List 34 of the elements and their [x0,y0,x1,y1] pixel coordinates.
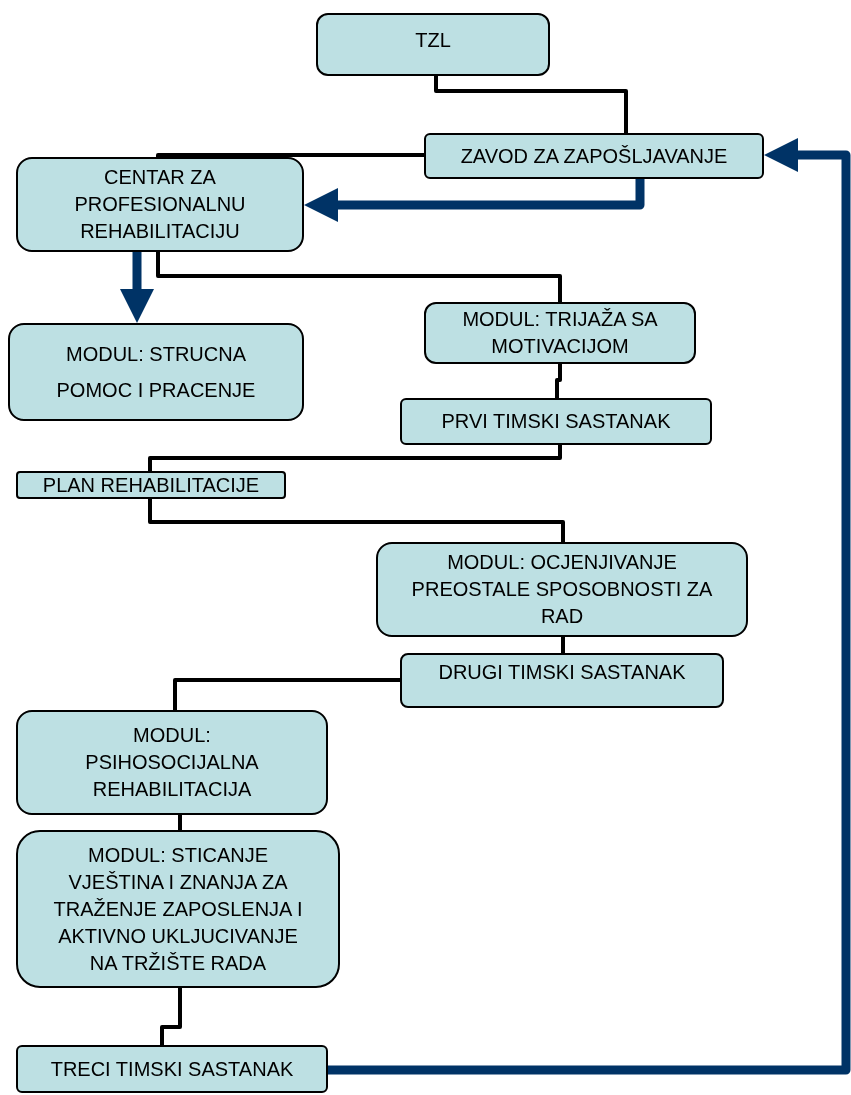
process-box [424,133,764,179]
process-box [400,653,724,708]
connector-line [555,364,562,398]
box-text: CENTAR ZA PROFESIONALNU REHABILITACIJU [73,165,247,244]
process-box [16,471,286,499]
process-box [16,157,304,252]
connector-line [160,988,182,1045]
connector-line [434,76,628,133]
process-box [8,323,304,421]
connector-line [178,815,182,830]
box-text: MODUL: OCJENJIVANJE PREOSTALE SPOSOBNOSTI ZA RAD [410,550,714,629]
box-text: PRVI TIMSKI SASTANAK [441,409,671,434]
box-text: DRUGI TIMSKI SASTANAK [438,660,686,685]
connector-line [148,499,565,542]
box-text: ZAVOD ZA ZAPOŠLJAVANJE [460,143,728,169]
process-box [16,710,328,815]
box-text: MODUL: STICANJE VJEŠTINA I ZNANJA ZA TRAŽENJE ZAPOSLENJA I AKTIVNO UKLJUCIVANJE NA TRŽIŠTE RADA [53,842,303,976]
box-text: MODUL: TRIJAŽA SA MOTIVACIJOM [461,307,659,359]
process-box [316,13,550,76]
connector-line [173,678,400,710]
process-box [424,302,696,364]
process-box [16,830,340,988]
process-box [400,398,712,445]
connector-line [148,445,562,471]
connector-line [156,153,424,158]
connector-line [156,252,562,302]
box-text: MODUL: STRUCNA POMOC I PRACENJE [55,342,257,403]
box-text: TZL [415,28,451,53]
connector-line [561,637,565,653]
box-text: MODUL: PSIHOSOCIJALNA REHABILITACIJA [84,723,260,802]
box-text: PLAN REHABILITACIJE [42,472,260,498]
process-box [16,1045,328,1093]
process-box [376,542,748,637]
box-text: TRECI TIMSKI SASTANAK [50,1056,294,1082]
